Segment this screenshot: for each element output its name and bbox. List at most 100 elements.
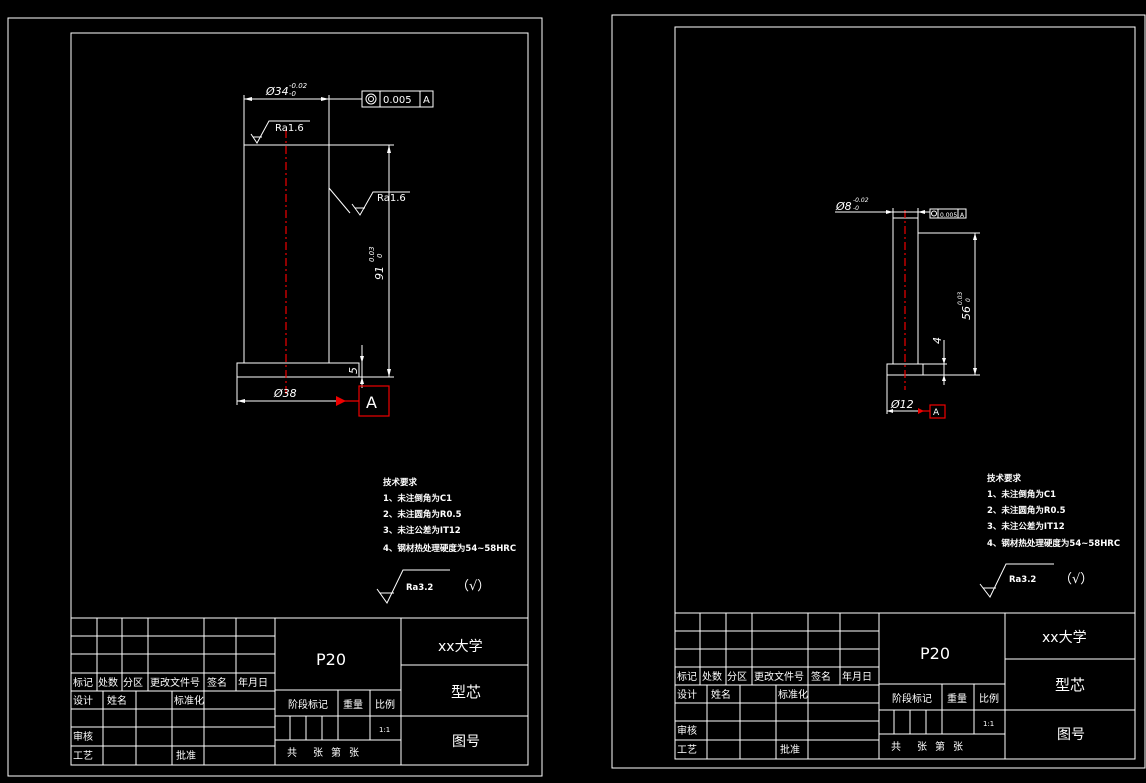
tb-pizhun: 批准 — [780, 743, 800, 756]
dim-tol-up: -0.02 — [853, 197, 869, 204]
concentricity-icon — [931, 210, 937, 217]
part-name: 型芯 — [1055, 676, 1085, 694]
datum-box — [358, 385, 390, 417]
dim-height-tol-low: 0 — [965, 298, 972, 302]
drawing-number: 图号 — [452, 734, 480, 750]
roughness-symbol-1: Ra1.6 — [250, 120, 310, 144]
tb-shenhe: 审核 — [73, 730, 93, 743]
tb-genggai: 更改文件号 — [150, 676, 200, 689]
dim-tol-low: -0 — [289, 90, 297, 98]
dimension-base-diameter: Ø38 A — [236, 377, 390, 417]
gtol-frame: 0.005 A — [361, 90, 434, 108]
inner-frame — [674, 26, 1136, 760]
datum-label: A — [366, 393, 377, 412]
tb-ratio: 1:1 — [379, 726, 390, 734]
tb-nianyueri: 年月日 — [842, 670, 872, 683]
tb-xingming: 姓名 — [711, 688, 731, 701]
roughness-label-2: Ra1.6 — [377, 193, 406, 204]
tb-zhongliang: 重量 — [343, 698, 363, 711]
concentricity-icon — [365, 93, 377, 105]
note-4: 4、钢材热处理硬度为54~58HRC — [383, 543, 516, 554]
core-base — [236, 362, 360, 378]
datum-label: A — [933, 408, 940, 418]
general-roughness: Ra3.2 （√） — [376, 569, 490, 604]
roughness-others: （√） — [1059, 572, 1093, 587]
tb-bili: 比例 — [979, 692, 999, 705]
tb-pizhun: 批准 — [176, 749, 196, 762]
gtol-value: 0.005 — [940, 212, 957, 219]
tb-zhongliang: 重量 — [947, 692, 967, 705]
tb-di: 第 — [935, 740, 945, 753]
tb-qianming: 签名 — [207, 676, 227, 689]
roughness-label-1: Ra1.6 — [275, 123, 304, 134]
dim-tol-low: -0 — [853, 205, 859, 212]
tb-zhang1: 张 — [917, 741, 927, 753]
roughness-others: （√） — [456, 579, 490, 594]
gtol-datum: A — [423, 95, 430, 106]
tb-xingming: 姓名 — [107, 694, 127, 707]
note-2: 2、未注圆角为R0.5 — [987, 505, 1066, 516]
dimension-height: 56 0.03 0 — [918, 232, 980, 376]
inner-frame — [70, 32, 529, 766]
outer-border — [611, 14, 1146, 769]
technical-requirements: 技术要求 1、未注倒角为C1 2、未注圆角为R0.5 3、未注公差为IT12 4… — [987, 473, 1120, 549]
note-1: 1、未注倒角为C1 — [383, 493, 452, 504]
tb-biaoji: 标记 — [677, 671, 697, 683]
tb-zhang2: 张 — [953, 741, 963, 753]
drawing-sheet-1: Ø34 -0.02 -0 0.005 A Ra1.6 Ra1.6 — [7, 17, 543, 777]
tb-zhang1: 张 — [313, 747, 323, 759]
tb-ratio: 1:1 — [983, 720, 994, 728]
note-4: 4、钢材热处理硬度为54~58HRC — [987, 538, 1120, 549]
part-name: 型芯 — [451, 683, 481, 701]
tb-chushu: 处数 — [702, 670, 722, 683]
tb-chushu: 处数 — [98, 676, 118, 689]
dimension-base-diameter: Ø12 A — [886, 375, 946, 419]
general-roughness: Ra3.2 （√） — [979, 563, 1093, 598]
tb-qianming: 签名 — [811, 670, 831, 683]
tb-fenqu: 分区 — [727, 671, 747, 683]
part-number: P20 — [316, 650, 346, 669]
tb-zhang2: 张 — [349, 747, 359, 759]
tb-di: 第 — [331, 746, 341, 759]
dim-height-tol-up: 0.03 — [957, 291, 964, 305]
school-name: xx大学 — [1042, 630, 1087, 646]
dim-base-dia: Ø38 — [273, 387, 297, 400]
dim-height: 91 — [373, 266, 386, 280]
tb-biaoji: 标记 — [73, 677, 93, 689]
notes-title: 技术要求 — [383, 477, 418, 488]
roughness-general-label: Ra3.2 — [1009, 575, 1036, 585]
note-3: 3、未注公差为IT12 — [987, 521, 1065, 532]
title-block: 标记 处数 分区 更改文件号 签名 年月日 设计 姓名 标准化 审核 工艺 批准… — [71, 617, 528, 765]
note-2: 2、未注圆角为R0.5 — [383, 509, 462, 520]
dim-step: 5 — [347, 367, 360, 374]
outer-border — [7, 17, 543, 777]
gtol-frame: 0.005 A — [929, 208, 967, 219]
technical-requirements: 技术要求 1、未注倒角为C1 2、未注圆角为R0.5 3、未注公差为IT12 4… — [383, 477, 516, 554]
drawing-number: 图号 — [1057, 727, 1085, 743]
tb-jieduan: 阶段标记 — [892, 692, 932, 705]
tb-bili: 比例 — [375, 698, 395, 711]
drawing-sheet-2: Ø8 -0.02 -0 0.005 A 56 0.03 0 — [611, 14, 1146, 769]
note-3: 3、未注公差为IT12 — [383, 525, 461, 536]
dim-step: 4 — [931, 337, 944, 344]
dimension-height: 91 0.03 0 — [329, 144, 394, 378]
tb-jieduan: 阶段标记 — [288, 698, 328, 711]
part-view — [886, 210, 924, 390]
dimension-step: 5 — [347, 345, 364, 388]
roughness-general-label: Ra3.2 — [406, 583, 433, 593]
tb-gong: 共 — [891, 741, 901, 753]
tb-gong: 共 — [287, 747, 297, 759]
tb-sheji: 设计 — [73, 694, 93, 707]
dim-top-dia: Ø8 — [835, 200, 852, 213]
part-view — [236, 130, 360, 395]
dim-top-dia: Ø34 — [265, 85, 289, 98]
dim-height-tol-low: 0 — [376, 253, 384, 258]
datum-box — [929, 404, 946, 419]
tb-gongyi: 工艺 — [73, 750, 93, 762]
tb-fenqu: 分区 — [123, 677, 143, 689]
gtol-datum: A — [960, 212, 965, 219]
title-block: 标记 处数 分区 更改文件号 签名 年月日 设计 姓名 标准化 审核 工艺 批准… — [675, 612, 1135, 759]
tb-biaozhunhua: 标准化 — [174, 694, 204, 707]
tb-biaozhunhua: 标准化 — [778, 688, 808, 701]
